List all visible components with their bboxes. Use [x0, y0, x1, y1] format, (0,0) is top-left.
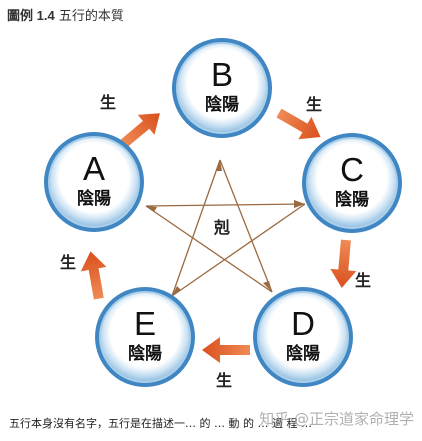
- arrow-e-to-a: [80, 251, 107, 300]
- generate-labels: 生 生 生 生 生: [60, 93, 371, 390]
- node-d-sub: 陰陽: [286, 343, 320, 364]
- star-arrowhead-a: [146, 206, 157, 212]
- generate-label-c-d: 生: [355, 271, 371, 290]
- figure-caption: 五行本身沒有名字，五行是在描述一… 的 … 動 的 … 過 程 …: [9, 417, 312, 430]
- star-arrowhead-e: [172, 286, 181, 296]
- figure-label: 圖例 1.4: [7, 8, 55, 23]
- arrow-b-to-c: [276, 108, 321, 140]
- node-b-sub: 陰陽: [205, 94, 239, 115]
- star-line-c-e: [171, 203, 306, 297]
- overcome-star: [145, 159, 306, 297]
- star-arrowhead-d: [263, 281, 272, 292]
- node-d: D 陰陽: [253, 287, 353, 387]
- star-line-a-c: [145, 203, 306, 207]
- watermark: 知乎 @正宗道家命理学: [259, 410, 414, 428]
- arrow-a-to-b: [119, 113, 160, 148]
- node-a-letter: A: [83, 150, 105, 187]
- figure-title: 圖例 1.4 五行的本質: [7, 5, 124, 24]
- star-line-b-d: [219, 159, 273, 293]
- arrow-c-to-d: [330, 239, 357, 288]
- node-e-sub: 陰陽: [128, 343, 162, 364]
- generate-arrows: [80, 108, 357, 363]
- node-a-sub: 陰陽: [77, 188, 111, 209]
- star-arrowhead-b: [216, 160, 222, 171]
- node-c-letter: C: [340, 151, 364, 188]
- overcome-label: 剋: [213, 218, 230, 237]
- node-e-letter: E: [134, 305, 156, 342]
- node-c: C 陰陽: [302, 133, 402, 233]
- star-line-d-a: [145, 205, 273, 293]
- generate-label-b-c: 生: [306, 95, 322, 114]
- generate-label-e-a: 生: [60, 253, 76, 272]
- node-b-letter: B: [211, 56, 233, 93]
- generate-label-a-b: 生: [100, 93, 116, 112]
- star-arrowhead-c: [294, 200, 305, 208]
- figure-title-text: 五行的本質: [58, 9, 124, 24]
- star-line-e-b: [171, 159, 221, 297]
- node-c-sub: 陰陽: [335, 189, 369, 210]
- node-b: B 陰陽: [172, 38, 272, 138]
- node-d-letter: D: [291, 305, 315, 342]
- node-e: E 陰陽: [95, 287, 195, 387]
- node-a: A 陰陽: [44, 132, 144, 232]
- generate-label-d-e: 生: [216, 371, 232, 390]
- arrow-d-to-e: [202, 337, 250, 363]
- star-arrowheads: [146, 160, 305, 296]
